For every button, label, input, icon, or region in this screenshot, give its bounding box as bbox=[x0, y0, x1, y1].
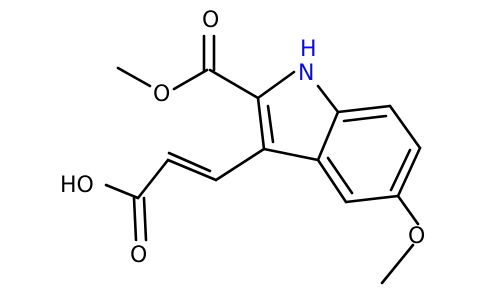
bond-c5-methoxy-o bbox=[396, 194, 420, 226]
nh-hydrogen-label: H bbox=[300, 37, 317, 62]
bond-c2-c3-inner bbox=[266, 104, 275, 144]
bond-cooh-o-a bbox=[132, 196, 138, 242]
bond-ester-methyl-o bbox=[116, 66, 152, 88]
bond-c6-c5-inner bbox=[389, 148, 412, 192]
bond-c3-vinyl bbox=[214, 147, 266, 182]
bond-cooh-oh bbox=[104, 183, 140, 200]
bond-c3a-c7a bbox=[316, 110, 340, 162]
bond-c3-c3a bbox=[262, 147, 320, 162]
methoxy-oxygen-label: O bbox=[408, 224, 425, 249]
bond-methoxy-o-methyl bbox=[380, 243, 415, 285]
carbonyl-oxygen-bottom-label: O bbox=[130, 243, 147, 268]
bond-vinyl-double-a bbox=[166, 158, 218, 182]
bond-c7a-c7-inner bbox=[342, 114, 388, 123]
ester-oxygen-label: O bbox=[153, 82, 170, 107]
bond-n-c7a bbox=[316, 84, 340, 114]
bond-c4-c3a-inner bbox=[326, 156, 354, 195]
bond-vinyl-double-b bbox=[167, 151, 212, 173]
hydroxyl-label: HO bbox=[60, 173, 94, 198]
bond-c7a-c7 bbox=[336, 104, 392, 114]
bond-vinyl-cooh bbox=[136, 158, 170, 200]
bond-c7-c6 bbox=[388, 104, 422, 150]
bond-cooh-o-b bbox=[142, 196, 148, 242]
bond-ester-o-carbonyl bbox=[172, 68, 209, 91]
bond-carbonyl-c2 bbox=[208, 68, 260, 100]
bond-c6-c5 bbox=[396, 146, 422, 198]
nh-nitrogen-label: N bbox=[298, 61, 314, 86]
bond-c2-n bbox=[256, 70, 296, 100]
carbonyl-oxygen-top-label: O bbox=[202, 8, 219, 33]
bond-c2-c3 bbox=[256, 96, 266, 151]
bond-c4-c3a bbox=[316, 158, 348, 204]
bond-c5-c4 bbox=[344, 194, 400, 204]
